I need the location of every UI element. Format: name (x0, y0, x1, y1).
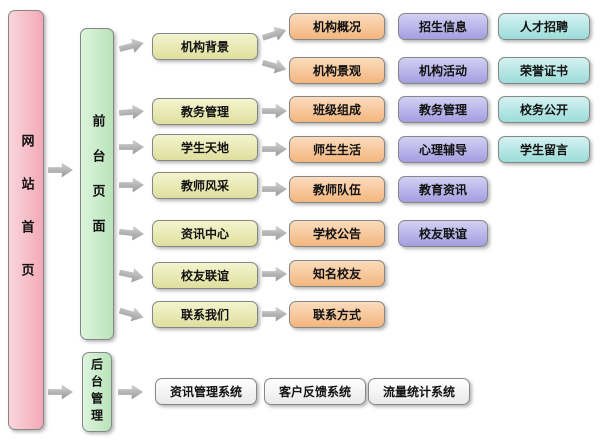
extra-node: 荣誉证书 (498, 57, 590, 84)
flow-arrow-icon (262, 266, 287, 282)
backend-node-label: 后台管理 (89, 358, 104, 426)
section-node: 校友联谊 (152, 262, 258, 289)
flow-arrow-icon (119, 139, 144, 155)
backend-node: 后台管理 (82, 352, 112, 432)
category-node: 教育资讯 (398, 176, 488, 203)
flow-arrow-icon (118, 384, 143, 400)
root-node: 网站首页 (8, 10, 44, 430)
category-node: 心理辅导 (398, 136, 488, 163)
system-node: 流量统计系统 (368, 378, 470, 405)
page-node: 师生生活 (289, 136, 385, 163)
section-node: 联系我们 (152, 301, 258, 328)
page-node: 学校公告 (289, 220, 385, 247)
category-node: 机构活动 (398, 57, 488, 84)
section-node: 资讯中心 (152, 220, 258, 247)
flow-arrow-icon (118, 265, 146, 286)
flow-arrow-icon (260, 23, 289, 46)
page-node: 联系方式 (289, 301, 385, 328)
frontend-node: 前台页面 (80, 28, 114, 340)
category-node: 校友联谊 (398, 220, 488, 247)
root-node-label: 网站首页 (18, 134, 34, 306)
extra-node: 校务公开 (498, 96, 590, 123)
section-node: 学生天地 (152, 134, 258, 161)
extra-node: 人才招聘 (498, 13, 590, 40)
section-node: 机构背景 (152, 33, 258, 60)
page-node: 机构概况 (289, 13, 385, 40)
extra-node: 学生留言 (498, 136, 590, 163)
flow-arrow-icon (262, 181, 287, 197)
frontend-node-label: 前台页面 (89, 114, 105, 254)
page-node: 知名校友 (289, 260, 385, 287)
page-node: 机构景观 (289, 57, 385, 84)
flow-arrow-icon (262, 225, 287, 241)
system-node: 客户反馈系统 (264, 378, 366, 405)
flow-arrow-icon (117, 303, 145, 325)
flow-arrow-icon (48, 384, 73, 400)
category-node: 招生信息 (398, 13, 488, 40)
flow-arrow-icon (262, 306, 287, 322)
page-node: 班级组成 (289, 96, 385, 123)
category-node: 教务管理 (398, 96, 488, 123)
page-node: 教师队伍 (289, 176, 385, 203)
flow-arrow-icon (118, 224, 145, 243)
flow-arrow-icon (117, 35, 145, 57)
flow-arrow-icon (262, 141, 287, 157)
flow-arrow-icon (262, 103, 287, 119)
flow-arrow-icon (118, 103, 144, 121)
flow-arrow-icon (260, 55, 288, 77)
section-node: 教务管理 (152, 98, 258, 125)
flow-arrow-icon (48, 162, 73, 178)
system-node: 资讯管理系统 (155, 378, 257, 405)
flow-arrow-icon (119, 177, 144, 193)
section-node: 教师风采 (152, 172, 258, 199)
